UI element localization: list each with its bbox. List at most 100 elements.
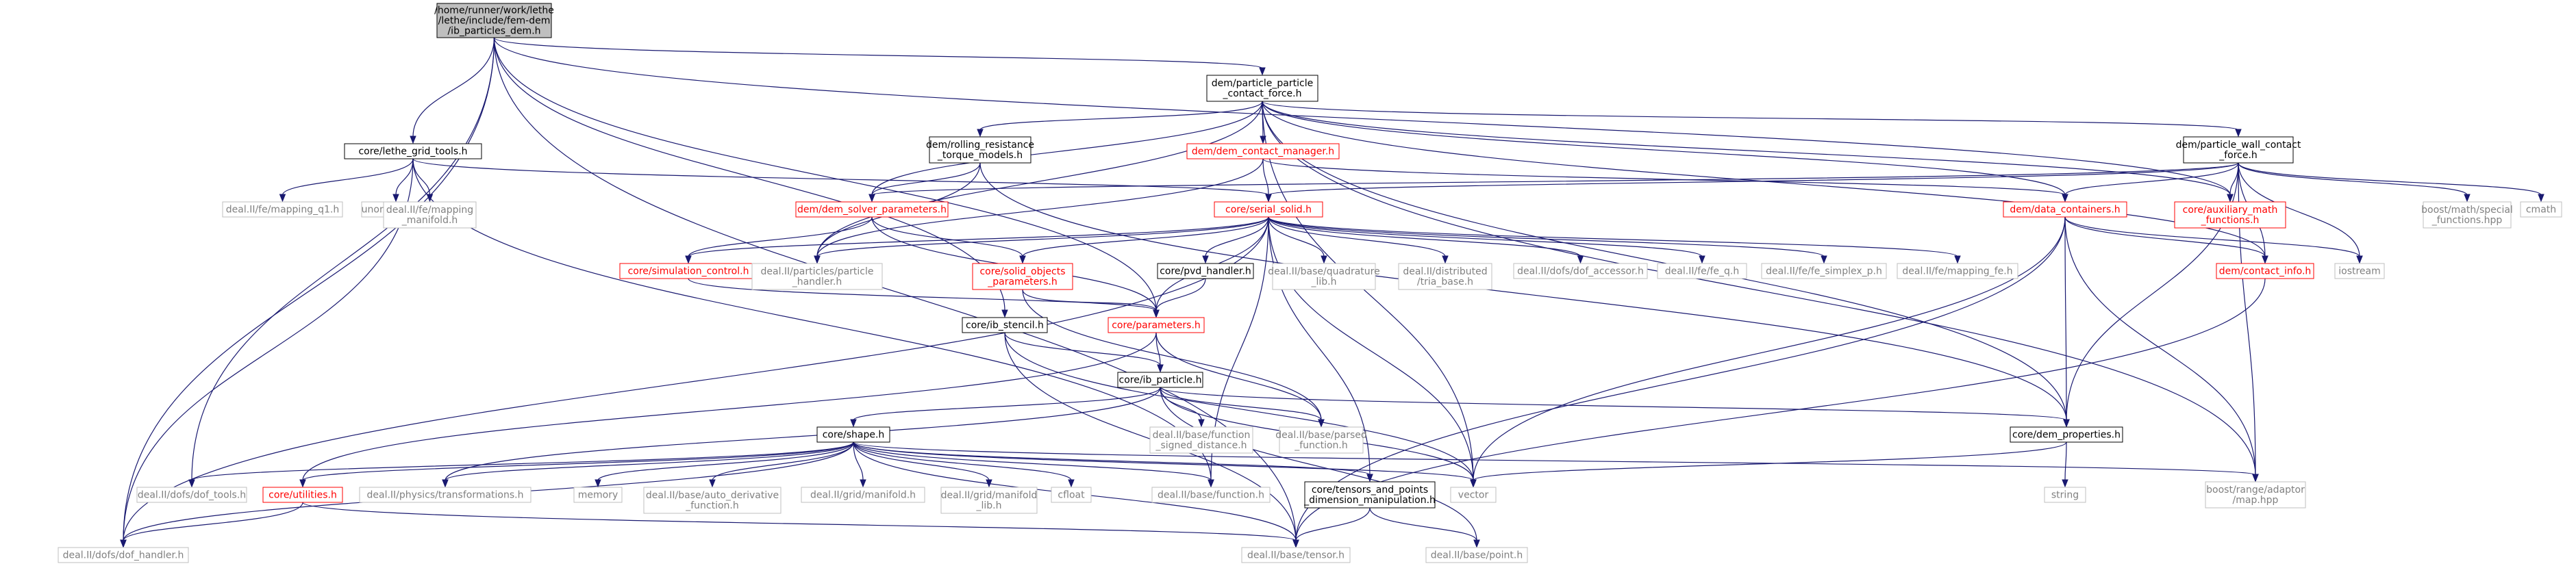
edge-pwcf-to-serial_solid xyxy=(1265,162,2239,203)
edge-arrowhead xyxy=(2227,194,2234,203)
node-contact_info[interactable]: dem/contact_info.h xyxy=(2216,263,2314,279)
edge-arrowhead xyxy=(392,194,399,203)
edge-line xyxy=(979,101,1263,131)
node-contact_mgr[interactable]: dem/dem_contact_manager.h xyxy=(1186,143,1340,159)
edge-arrowhead xyxy=(1954,255,1961,264)
edge-ib_stencil-to-ib_particle xyxy=(1004,332,1164,373)
edge-ib_particle-to-point xyxy=(1160,387,1480,548)
edge-dem_properties-to-string xyxy=(2062,441,2068,488)
node-root[interactable]: /home/runner/work/lethe/lethe/include/fe… xyxy=(434,3,554,38)
edge-line xyxy=(191,441,854,481)
node-label-line: deal.II/base/function xyxy=(1153,430,1251,441)
node-tensors[interactable]: core/tensors_and_points_dimension_manipu… xyxy=(1303,481,1436,509)
node-ib_particle[interactable]: core/ib_particle.h xyxy=(1117,372,1203,388)
node-shape[interactable]: core/shape.h xyxy=(816,426,890,443)
edge-line xyxy=(123,216,1269,541)
node-box xyxy=(1279,426,1364,454)
node-label-line: /map.hpp xyxy=(2233,495,2279,506)
node-label-line: deal.II/base/tensor.h xyxy=(1247,550,1345,561)
edge-line xyxy=(1155,332,1322,421)
edge-arrowhead xyxy=(2262,255,2268,264)
node-label-line: core/ib_particle.h xyxy=(1119,375,1202,386)
edge-line xyxy=(2064,441,2067,481)
edge-line xyxy=(493,37,1157,311)
node-box xyxy=(2010,426,2123,443)
edge-arrowhead xyxy=(1318,419,1325,428)
edge-arrowhead xyxy=(1265,194,1272,203)
node-sim_control[interactable]: core/simulation_control.h xyxy=(619,263,758,279)
node-box xyxy=(940,487,1038,514)
node-box xyxy=(1051,487,1092,503)
edge-shape-to-function xyxy=(853,441,1214,488)
node-label-line: deal.II/dofs/dof_handler.h xyxy=(63,550,184,561)
edge-ib_particle-to-dem_properties xyxy=(1160,387,2070,428)
edge-arrowhead xyxy=(1442,255,1449,264)
node-pwcf[interactable]: dem/particle_wall_contact_force.h xyxy=(2176,136,2301,164)
node-box xyxy=(2216,263,2314,279)
node-label-line: _functions.h xyxy=(2201,215,2260,226)
node-label-line: dem/rolling_resistance xyxy=(926,140,1034,151)
edge-line xyxy=(1262,158,2066,196)
node-tensor: deal.II/base/tensor.h xyxy=(1241,547,1351,563)
node-data_containers[interactable]: dem/data_containers.h xyxy=(2003,201,2127,218)
edge-arrowhead xyxy=(1153,309,1160,318)
edge-ppcf-to-particle_handler xyxy=(814,101,1263,264)
edge-line xyxy=(1262,101,2239,131)
node-dem_properties[interactable]: core/dem_properties.h xyxy=(2010,426,2123,443)
node-solver_params[interactable]: dem/dem_solver_parameters.h xyxy=(795,201,949,218)
edge-line xyxy=(1268,216,1825,257)
edge-line xyxy=(1155,278,1206,311)
edge-tensors-to-tensor xyxy=(1292,507,1371,548)
node-boost_map: boost/range/adaptor/map.hpp xyxy=(2205,481,2306,509)
node-label-line: _function.h xyxy=(685,500,739,511)
node-box xyxy=(58,547,189,563)
edge-line xyxy=(493,37,1263,69)
node-label-line: core/serial_solid.h xyxy=(1225,205,1312,216)
edge-ppcf-to-boost_map xyxy=(1262,101,2259,483)
edge-dem_properties-to-vector xyxy=(1470,441,2067,488)
edge-arrowhead xyxy=(1292,539,1299,548)
node-label-line: deal.II/fe/fe_q.h xyxy=(1665,266,1739,277)
edge-serial_solid-to-sim_control xyxy=(685,216,1269,264)
edge-line xyxy=(871,101,1263,196)
node-label-line: core/solid_objects xyxy=(979,266,1065,277)
node-box xyxy=(1304,481,1436,509)
edge-line xyxy=(1160,387,1477,541)
node-iostream: iostream xyxy=(2334,263,2385,279)
node-box xyxy=(1186,143,1340,159)
edge-arrowhead xyxy=(1577,255,1584,264)
node-parameters[interactable]: core/parameters.h xyxy=(1108,317,1205,333)
edge-arrowhead xyxy=(2464,194,2471,203)
edge-serial_solid-to-quadrature xyxy=(1268,216,1327,264)
node-utilities[interactable]: core/utilities.h xyxy=(262,487,343,503)
edge-ppcf-to-rolling xyxy=(977,101,1263,138)
node-ib_stencil[interactable]: core/ib_stencil.h xyxy=(962,317,1048,333)
node-label-line: _parameters.h xyxy=(987,276,1058,287)
edge-pwcf-to-data_containers xyxy=(2062,162,2239,203)
node-label-line: _dimension_manipulation.h xyxy=(1303,495,1436,506)
node-ppcf[interactable]: dem/particle_particle_contact_force.h xyxy=(1206,75,1318,102)
node-label-line: core/ib_stencil.h xyxy=(966,320,1044,331)
node-grid_tools[interactable]: core/lethe_grid_tools.h xyxy=(344,143,482,159)
edge-line xyxy=(853,441,990,481)
node-serial_solid[interactable]: core/serial_solid.h xyxy=(1214,201,1323,218)
edge-root-to-aux_math xyxy=(493,37,2234,203)
edge-line xyxy=(871,162,981,196)
edge-arrowhead xyxy=(977,129,984,138)
node-label-line: core/auxiliary_math xyxy=(2183,205,2278,216)
edge-line xyxy=(1004,332,1474,481)
edge-ib_particle-to-parsed_function xyxy=(1160,387,1325,428)
node-physics: deal.II/physics/transformations.h xyxy=(359,487,532,503)
edge-arrowhead xyxy=(120,539,127,548)
edge-line xyxy=(816,158,1264,257)
node-aux_math[interactable]: core/auxiliary_math_functions.h xyxy=(2174,201,2286,229)
edge-arrowhead xyxy=(2356,255,2363,264)
node-label-line: cmath xyxy=(2526,205,2556,216)
node-label-line: _function.h xyxy=(1294,440,1348,451)
node-box xyxy=(359,487,532,503)
node-label-line: _lib.h xyxy=(1311,276,1337,287)
node-pvd[interactable]: core/pvd_handler.h xyxy=(1157,263,1254,279)
node-solid_objects[interactable]: core/solid_objects_parameters.h xyxy=(972,263,1073,290)
node-rolling[interactable]: dem/rolling_resistance_torque_models.h xyxy=(926,136,1034,164)
